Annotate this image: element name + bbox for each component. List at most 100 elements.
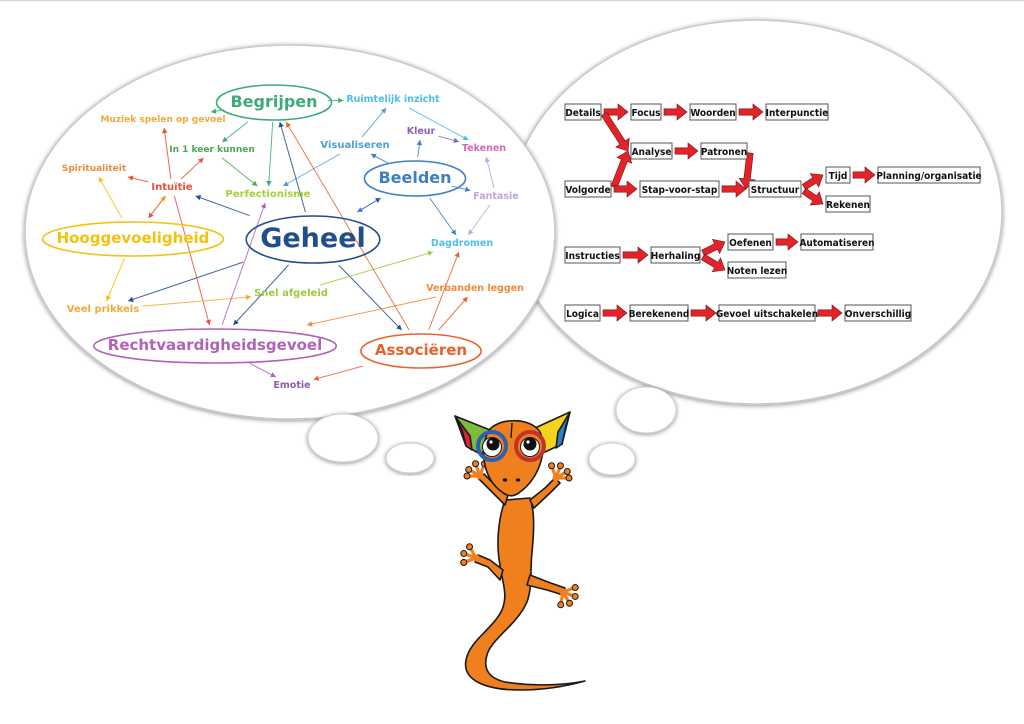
box-label: Tijd [829, 171, 848, 182]
box-label: Woorden [690, 108, 735, 119]
node-beelden: Beelden [378, 168, 451, 187]
edge-rechtvaardigheidsgevoel-emotie [249, 362, 277, 378]
node-veel-prikkels: Veel prikkels [67, 304, 139, 315]
box-herhaling: Herhaling [650, 246, 701, 264]
edge-beelden-dagdromen [429, 197, 457, 236]
bubble-right-large [615, 386, 677, 434]
gecko-nostril-left [502, 478, 508, 482]
bubble-right-small [588, 442, 636, 476]
box-structuur: Structuur [748, 180, 802, 198]
arrowhead [128, 296, 134, 303]
gecko-toe-pad [472, 460, 480, 468]
arrowhead [484, 157, 491, 163]
node-in-1-keer-kunnen: In 1 keer kunnen [169, 145, 255, 155]
gecko-glasses-right [514, 430, 546, 462]
node-perfectionisme: Perfectionisme [226, 189, 311, 200]
gecko-toe-pad [556, 462, 564, 470]
arrowhead [148, 212, 154, 218]
box-label: Onverschillig [845, 309, 911, 320]
node-geheel: Geheel [260, 223, 366, 254]
arrow-structuur-tijd [801, 173, 824, 191]
gecko-foot [552, 474, 560, 482]
arrow-herhaling-oefenen [701, 238, 726, 257]
mindmap-edges [98, 97, 495, 381]
node-muziek: Muziek spelen op gevoel [100, 115, 225, 125]
edge-hooggevoeligheid-veelprikkels [105, 257, 126, 302]
box-stap-voor-stap: Stap-voor-stap [639, 180, 720, 198]
gecko-toe-pad [460, 550, 468, 558]
arrowhead [260, 203, 267, 209]
box-interpunctie: Interpunctie [765, 103, 829, 121]
box-noten-lezen: Noten lezen [727, 261, 787, 279]
edge-ruimtelijk-tekenen [408, 107, 469, 141]
gecko-leg-back-right [526, 574, 566, 596]
edge-beelden-fantasie [451, 185, 471, 193]
node-ruimtelijk-inzicht: Ruimtelijk inzicht [346, 94, 440, 105]
arrow-stapvoorstap-structuur [721, 180, 747, 198]
box-label: Berekenend [629, 309, 690, 320]
gecko-mascot [454, 411, 586, 691]
node-associeren: Associëren [375, 341, 467, 359]
arrowhead [396, 324, 402, 330]
oval-hooggevoeligheid [41, 221, 225, 257]
bubble-left-small [385, 442, 435, 474]
oval-rechtvaardigheidsgevoel [92, 328, 338, 364]
arrow-structuur-rekenen [801, 187, 824, 206]
arrowhead [380, 108, 387, 114]
arrowhead [416, 140, 423, 146]
arrowhead [222, 136, 228, 142]
node-verbanden-leggen: Verbanden leggen [426, 283, 524, 294]
arrow-analyse-patronen [674, 142, 699, 160]
arrowhead [464, 186, 471, 193]
box-planning-organisatie: Planning/organisatie [876, 166, 982, 184]
node-dagdromen: Dagdromen [431, 238, 493, 249]
arrowhead [338, 97, 344, 104]
box-oefenen: Oefenen [727, 233, 774, 251]
box-instructies: Instructies [564, 246, 621, 264]
arrowhead [307, 321, 313, 327]
gecko-toe-pad [465, 466, 473, 473]
arrowhead [462, 135, 469, 141]
edge-intuitie-muziek [162, 127, 172, 180]
oval-geheel [245, 215, 381, 264]
arrowhead [127, 175, 134, 181]
oval-beelden [363, 160, 467, 197]
arrowhead [357, 207, 364, 212]
gecko-toe-pad [571, 584, 579, 592]
edge-intuitie-in1keer [180, 157, 204, 180]
arrow-focus-woorden [663, 103, 688, 121]
cloud-right [509, 19, 1003, 405]
gecko-toe-pad [565, 474, 573, 482]
edge-visualiseren-ruimtelijk [361, 107, 387, 138]
box-automatiseren: Automatiseren [799, 233, 875, 251]
arrowhead [462, 297, 468, 303]
oval-associeren [360, 333, 482, 369]
arrowhead [205, 319, 211, 325]
box-label: Instructies [565, 251, 619, 262]
box-tijd: Tijd [825, 166, 851, 184]
box-berekenend: Berekenend [629, 304, 690, 322]
gecko-toe-pad [463, 472, 471, 480]
node-visualiseren: Visualiseren [320, 140, 389, 151]
gecko-foot [476, 472, 484, 480]
arrowhead [450, 229, 457, 235]
node-spiritualiteit: Spiritualiteit [62, 164, 127, 174]
edge-veelprikkels-snelafgeleid [142, 294, 252, 307]
edge-intuitie-hooggevoeligheid [148, 195, 166, 219]
arrow-details-analyse [600, 111, 630, 152]
gecko-leg-front-right [529, 477, 561, 509]
arrowhead [105, 295, 112, 301]
box-label: Structuur [751, 185, 800, 196]
arrow-berekenend-gevoel [690, 304, 717, 322]
box-label: Volgorde [565, 185, 610, 196]
arrow-logica-berekenend [602, 304, 628, 322]
arrowhead [162, 128, 168, 134]
gecko-head-line [510, 422, 513, 439]
mindmap-ovals [41, 84, 482, 369]
edge-hooggevoeligheid-spiritualiteit [98, 176, 123, 219]
arrowhead [370, 153, 377, 159]
box-label: Focus [631, 108, 660, 119]
gecko-eye-shine-right [526, 440, 530, 444]
box-gevoel-uitschakelen: Gevoel uitschakelen [716, 304, 818, 322]
arrowhead [233, 319, 239, 325]
